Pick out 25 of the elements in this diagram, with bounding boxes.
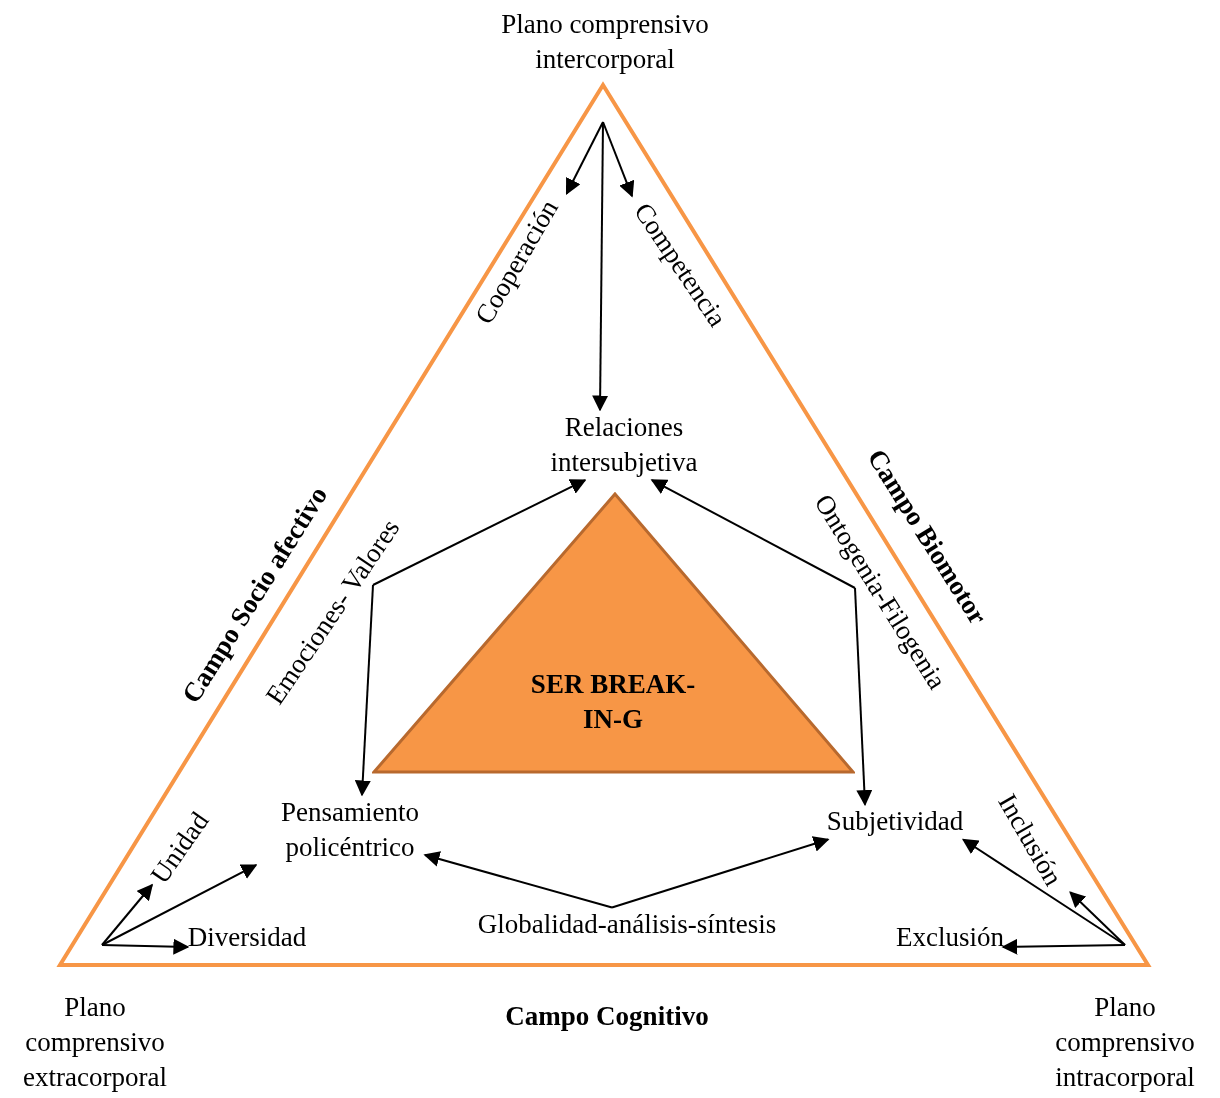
arrow — [101, 864, 258, 946]
concept-label: Pensamiento policéntrico — [250, 794, 450, 866]
arrow — [423, 851, 613, 909]
field-title: Campo Cognitivo — [505, 1000, 709, 1034]
concept-label: Globalidad-análisis-síntesis — [477, 907, 777, 943]
concept-label: Relaciones intersubjetiva — [504, 409, 744, 481]
concept-label: Subjetividad — [826, 804, 964, 840]
arrow — [1069, 891, 1126, 946]
concept-label: Exclusión — [896, 920, 1004, 956]
arrow — [372, 479, 587, 586]
arrow — [101, 883, 153, 946]
arrow — [1001, 938, 1126, 955]
center-title: SER BREAK-IN-G — [529, 668, 697, 737]
arrow — [101, 938, 190, 955]
arrow — [854, 587, 873, 807]
arrow — [650, 479, 856, 589]
arrow — [602, 121, 635, 198]
arrow — [592, 121, 609, 412]
concept-label: Plano comprensivo intercorporal — [455, 6, 755, 78]
concept-label: Plano comprensivo intracorporal — [1030, 990, 1220, 1096]
arrow — [611, 836, 830, 909]
concept-label: Plano comprensivo extracorporal — [0, 990, 190, 1096]
arrow — [565, 121, 604, 195]
arrow — [354, 584, 374, 797]
concept-label: Diversidad — [187, 920, 307, 956]
